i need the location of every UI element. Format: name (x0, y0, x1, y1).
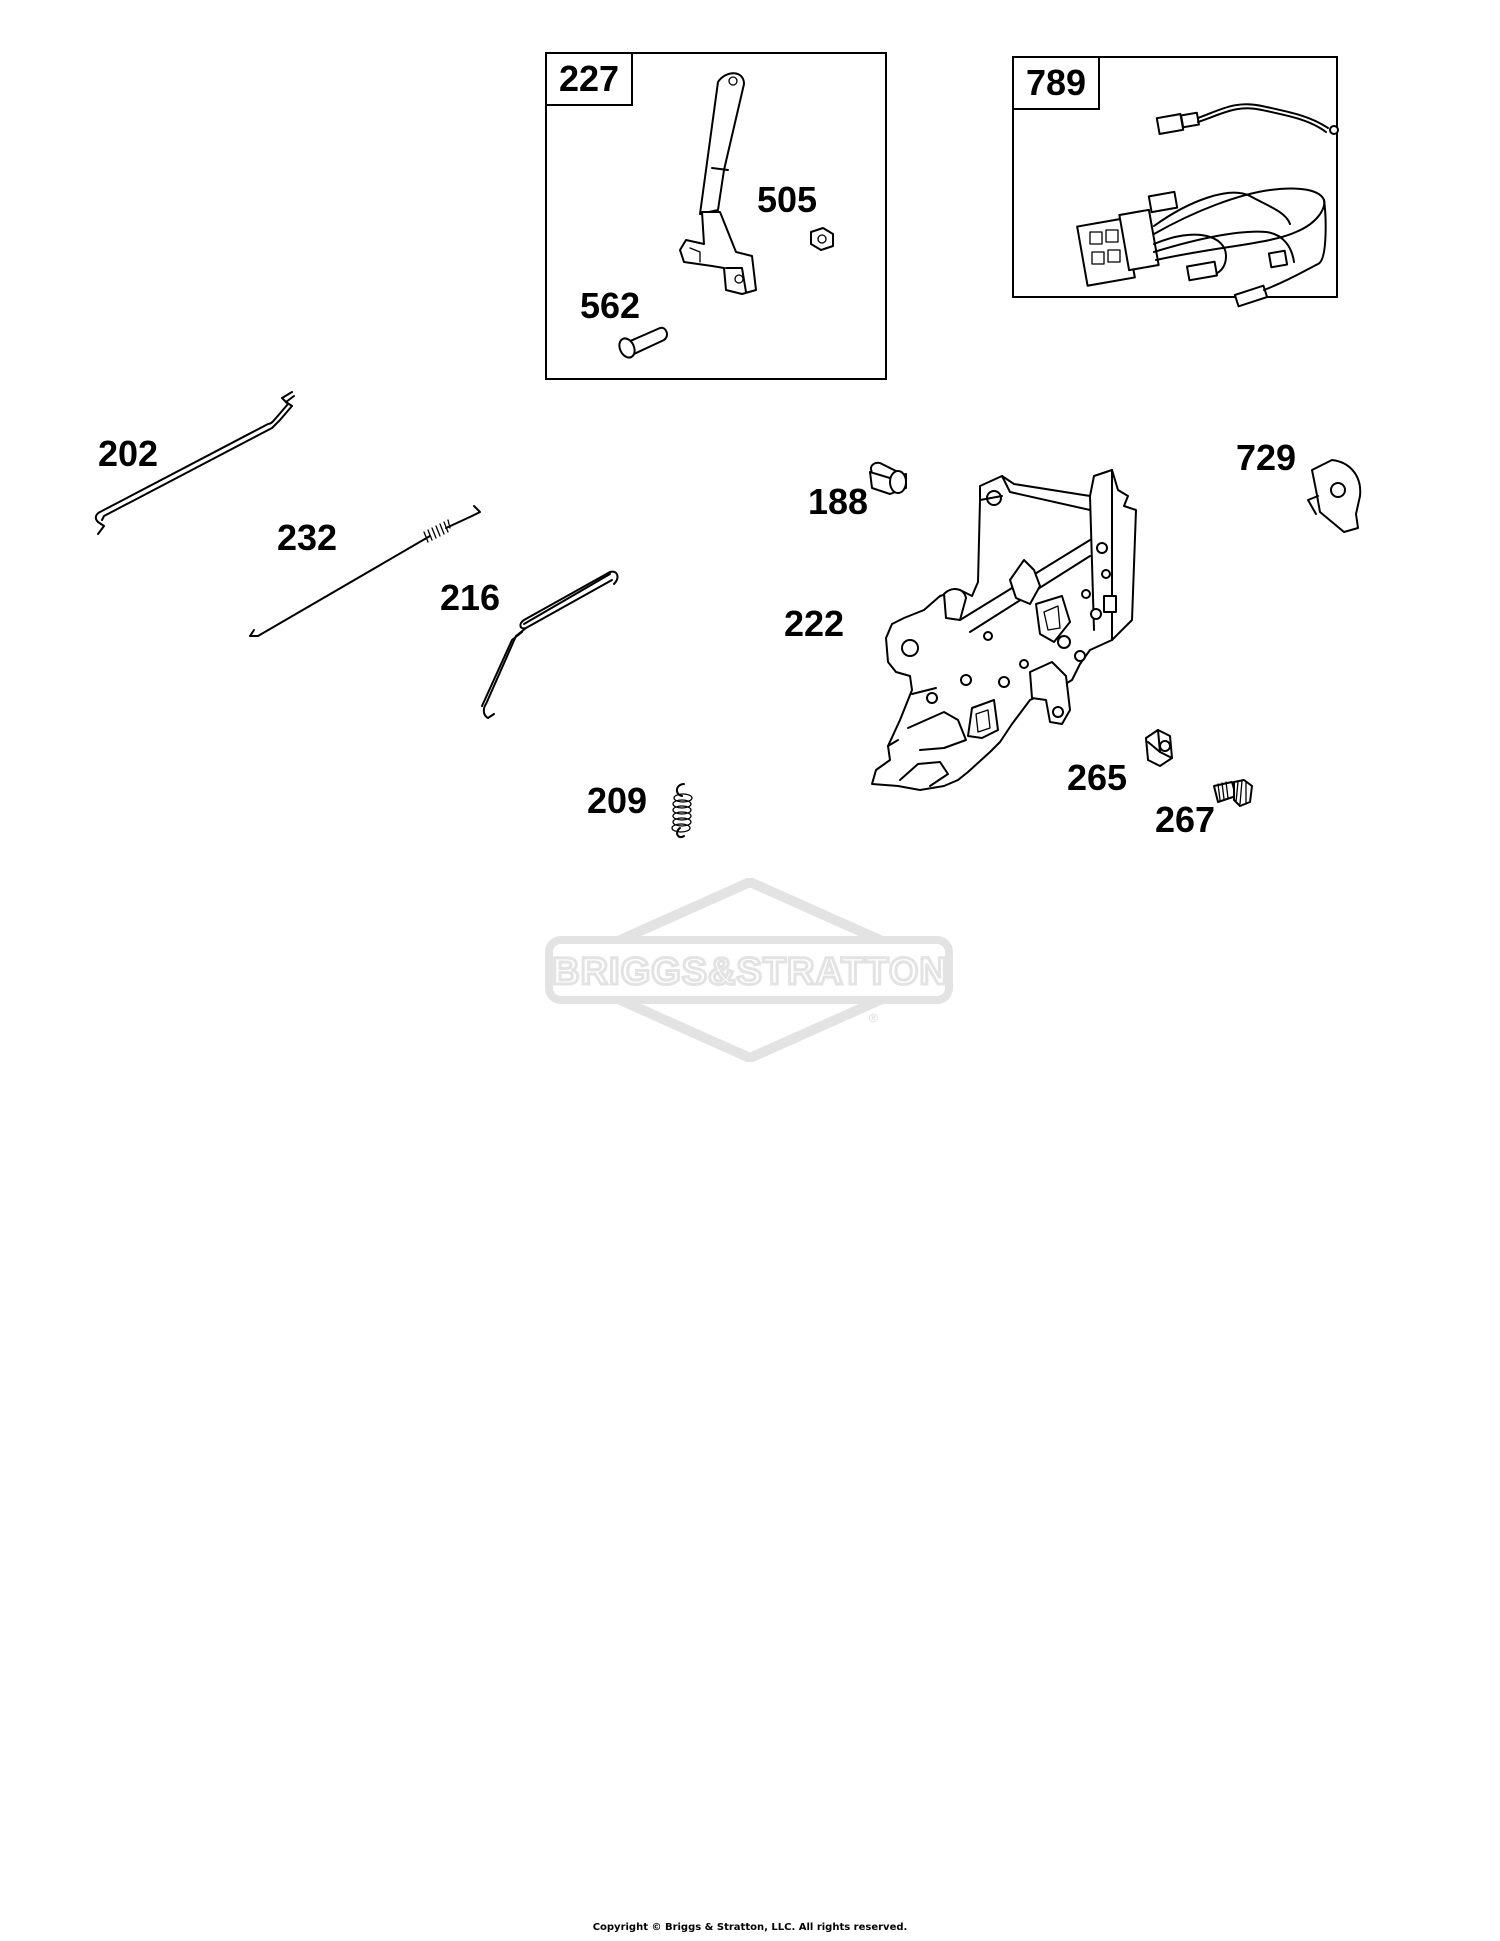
part-wiring-harness (1076, 103, 1339, 308)
callout-265: 265 (1067, 757, 1128, 798)
callout-202: 202 (98, 433, 159, 474)
part-nut (810, 227, 834, 251)
copyright-footer: Copyright © Briggs & Stratton, LLC. All … (592, 1922, 908, 1933)
part-governor-spring (249, 505, 481, 637)
part-pin (618, 326, 668, 359)
kit-box-227: 227 (545, 52, 887, 380)
part-spring-209 (671, 783, 693, 838)
part-link-rod (94, 391, 295, 535)
callout-562: 562 (580, 285, 641, 326)
callout-216: 216 (440, 577, 501, 618)
callout-232: 232 (277, 517, 338, 558)
part-bracket-clip (1307, 459, 1362, 533)
part-governor-lever (679, 72, 757, 295)
part-control-bracket (871, 469, 1137, 791)
callout-729: 729 (1236, 437, 1297, 478)
part-wire-link (481, 570, 619, 719)
kit-label-789: 789 (1012, 56, 1101, 110)
callout-267: 267 (1155, 799, 1216, 840)
part-bolt-188 (869, 461, 907, 495)
briggs-stratton-watermark-logo: BRIGGS&STRATTON ® (545, 878, 953, 1062)
callout-222: 222 (784, 603, 845, 644)
watermark-registered-mark: ® (869, 1011, 878, 1025)
kit-box-789: 789 (1012, 56, 1338, 298)
part-screw-267 (1213, 779, 1253, 807)
callout-505: 505 (757, 179, 818, 220)
kit-label-227: 227 (545, 52, 634, 106)
callout-209: 209 (587, 780, 648, 821)
callout-188: 188 (808, 481, 869, 522)
watermark-brand-text: BRIGGS&STRATTON (552, 951, 948, 993)
part-cable-clip (1145, 729, 1173, 767)
